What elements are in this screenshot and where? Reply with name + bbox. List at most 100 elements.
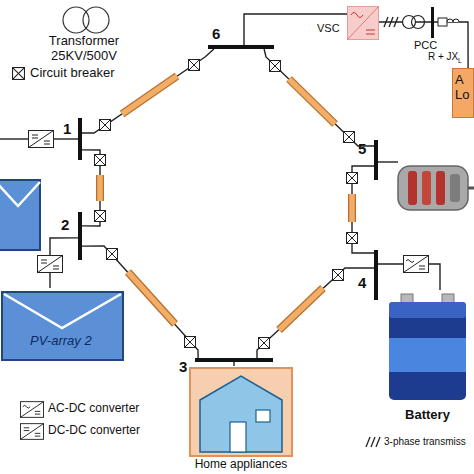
battery-body xyxy=(389,302,466,400)
vsc-label: VSC xyxy=(317,22,340,35)
resistor-symbol xyxy=(438,18,447,26)
phase-tick xyxy=(371,437,375,447)
house-shape xyxy=(200,376,282,452)
bus-number: 4 xyxy=(358,274,366,291)
bus-number: 5 xyxy=(358,140,366,157)
dc-sign xyxy=(366,34,375,35)
pv-label: PV-array 2 xyxy=(30,334,92,349)
breaker-symbol xyxy=(259,338,270,349)
pv-array: PV-array 2 xyxy=(0,288,125,362)
pcc-bar xyxy=(431,7,434,38)
breaker-symbol xyxy=(189,60,200,71)
bus-bar: 6 xyxy=(208,45,274,49)
bus-bar: 1 xyxy=(78,118,82,160)
bus-bar: 4 xyxy=(374,250,378,300)
vsc-diagonal xyxy=(348,7,379,40)
cable-segment xyxy=(128,272,175,324)
cable-segment xyxy=(97,175,103,201)
bus-number: 3 xyxy=(179,358,187,375)
breaker-symbol xyxy=(347,233,358,244)
breaker-symbol xyxy=(333,270,344,281)
house-frame xyxy=(190,368,292,456)
connector-line xyxy=(257,268,374,358)
vsc-box xyxy=(347,6,379,40)
vsc-outline xyxy=(348,7,379,40)
legend-text: Transformer 25KV/500V xyxy=(36,34,132,64)
legend-text: AC-DC converter xyxy=(48,402,139,416)
bus-bar: 3 xyxy=(195,358,273,362)
phase-tick xyxy=(384,17,388,27)
motor-body xyxy=(398,166,468,210)
phase-tick xyxy=(394,17,398,27)
phase-tick xyxy=(376,437,380,447)
pv-panel-fold xyxy=(4,294,121,328)
battery-band xyxy=(389,338,466,372)
phase-tick xyxy=(366,437,370,447)
transformer-symbol xyxy=(412,16,425,29)
house-outline xyxy=(186,366,296,458)
ac-dc-converter-symbol xyxy=(20,402,43,418)
subscript-label: L xyxy=(458,57,462,65)
cable-segment xyxy=(96,175,104,201)
breaker-symbol xyxy=(107,249,118,260)
motor-end-cap xyxy=(450,174,460,202)
dc-dc-converter-symbol xyxy=(38,256,63,273)
motor-shaft xyxy=(468,187,474,190)
motor-winding xyxy=(436,171,445,205)
cable-segment xyxy=(122,76,177,114)
breaker-symbol xyxy=(100,120,111,131)
cable-segment xyxy=(289,79,335,124)
connector-line xyxy=(233,362,234,366)
home-load: Home appliances xyxy=(186,366,296,474)
wire xyxy=(0,138,28,139)
impedance-label: R + JX xyxy=(428,51,458,63)
dc-sign xyxy=(366,30,375,31)
bus-bar: 5 xyxy=(374,140,378,180)
bus-number: 6 xyxy=(212,25,220,42)
transformer-symbol xyxy=(63,7,89,33)
cable-segments xyxy=(100,76,352,330)
breaker-symbol xyxy=(95,155,106,166)
connector-line xyxy=(264,49,374,146)
ac-sign xyxy=(351,13,363,18)
legend-text: 3-phase transmiss xyxy=(384,436,466,448)
dc-dc-converter-symbol xyxy=(20,424,43,440)
bus-number: 2 xyxy=(61,216,69,233)
cable-segment xyxy=(279,288,323,330)
pcc-label: PCC xyxy=(414,39,437,52)
pv-panel xyxy=(0,180,40,250)
dc-dc-converter-symbol xyxy=(29,131,54,148)
breaker-symbol xyxy=(344,132,355,143)
connector-line xyxy=(244,14,347,45)
cable-segment xyxy=(122,76,177,114)
wire xyxy=(54,138,78,139)
breaker-symbol xyxy=(13,68,25,80)
breaker-symbol xyxy=(270,61,281,72)
cable-segment xyxy=(348,194,356,222)
cable-segment xyxy=(128,272,175,324)
cable-segment xyxy=(279,288,323,330)
bus-bar: 2 xyxy=(78,212,82,260)
breaker-symbol xyxy=(185,337,196,348)
pv-panel-fold xyxy=(0,182,40,206)
breaker-symbol xyxy=(95,211,106,222)
connector-line xyxy=(379,22,468,68)
cable-segment xyxy=(349,194,355,222)
battery-label: Battery xyxy=(385,408,470,423)
vsc-converter: VSC xyxy=(347,6,379,40)
load-label: A Lo xyxy=(455,73,473,103)
battery-illustration xyxy=(385,290,470,405)
house-window xyxy=(256,410,270,422)
bus-number: 1 xyxy=(63,120,71,137)
motor-winding xyxy=(408,171,417,205)
cable-segment xyxy=(289,79,335,124)
house-door xyxy=(230,422,246,452)
transformer-symbol xyxy=(83,7,109,33)
three-phase-symbol xyxy=(384,17,398,27)
motor-winding xyxy=(422,171,431,205)
home-label: Home appliances xyxy=(186,458,296,472)
three-phase-symbol xyxy=(366,437,380,447)
battery-storage: Battery xyxy=(385,290,470,428)
legend-text: DC-DC converter xyxy=(48,424,140,438)
pv-panel-outline xyxy=(0,288,125,362)
